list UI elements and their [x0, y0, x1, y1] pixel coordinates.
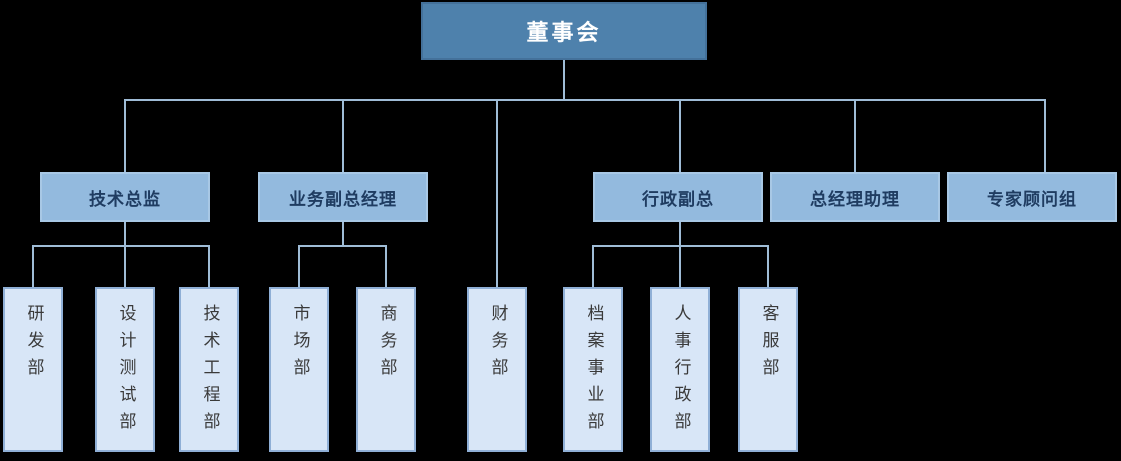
connector-drop-tech	[124, 99, 126, 172]
connector-drop-tech-engineering	[208, 245, 210, 287]
org-node-expert-advisors: 专家顾问组	[947, 172, 1117, 222]
connector-drop-archives	[592, 245, 594, 287]
org-node-commerce-dept-label: 商务部	[376, 304, 397, 385]
org-node-finance-dept-label: 财务部	[487, 304, 508, 385]
org-node-admin-vp: 行政副总	[593, 172, 763, 222]
connector-tech-subbackbone	[32, 245, 210, 247]
org-node-hr-admin-dept-label: 人事行政部	[670, 304, 691, 439]
connector-root-stub	[563, 60, 565, 101]
connector-drop-design-test	[124, 245, 126, 287]
org-node-tech-engineering-dept-label: 技术工程部	[199, 304, 220, 439]
org-node-business-vp-label: 业务副总经理	[289, 189, 397, 210]
org-node-admin-vp-label: 行政副总	[642, 189, 714, 210]
org-node-marketing-dept-label: 市场部	[289, 304, 310, 385]
connector-drop-hr-admin	[679, 245, 681, 287]
org-node-business-vp: 业务副总经理	[258, 172, 428, 222]
org-node-customer-service-dept-label: 客服部	[758, 304, 779, 385]
connector-drop-assistant	[854, 99, 856, 172]
org-node-finance-dept: 财务部	[467, 287, 527, 452]
org-node-tech-engineering-dept: 技术工程部	[179, 287, 239, 452]
org-node-board: 董事会	[421, 2, 707, 60]
org-node-hr-admin-dept: 人事行政部	[650, 287, 710, 452]
connector-drop-commerce	[385, 245, 387, 287]
org-node-design-test-dept-label: 设计测试部	[115, 304, 136, 439]
org-node-rd-dept: 研发部	[3, 287, 63, 452]
org-node-archives-dept: 档案事业部	[563, 287, 623, 452]
connector-drop-marketing	[298, 245, 300, 287]
org-node-expert-advisors-label: 专家顾问组	[987, 189, 1077, 210]
connector-drop-business	[342, 99, 344, 172]
connector-drop-experts	[1044, 99, 1046, 172]
org-node-customer-service-dept: 客服部	[738, 287, 798, 452]
connector-drop-finance	[496, 99, 498, 287]
connector-tech-stub	[124, 222, 126, 247]
org-node-design-test-dept: 设计测试部	[95, 287, 155, 452]
org-node-gm-assistant-label: 总经理助理	[810, 189, 900, 210]
org-node-rd-dept-label: 研发部	[23, 304, 44, 385]
org-node-board-label: 董事会	[526, 21, 602, 46]
org-node-tech-director: 技术总监	[40, 172, 210, 222]
connector-drop-rd	[32, 245, 34, 287]
org-node-gm-assistant: 总经理助理	[770, 172, 940, 222]
connector-business-stub	[342, 222, 344, 247]
org-node-marketing-dept: 市场部	[269, 287, 329, 452]
connector-business-subbackbone	[298, 245, 387, 247]
connector-drop-admin	[679, 99, 681, 172]
connector-backbone	[124, 99, 1046, 101]
org-node-tech-director-label: 技术总监	[89, 189, 161, 210]
org-node-archives-dept-label: 档案事业部	[583, 304, 604, 439]
org-node-commerce-dept: 商务部	[356, 287, 416, 452]
connector-drop-customer-service	[767, 245, 769, 287]
connector-admin-stub	[679, 222, 681, 247]
